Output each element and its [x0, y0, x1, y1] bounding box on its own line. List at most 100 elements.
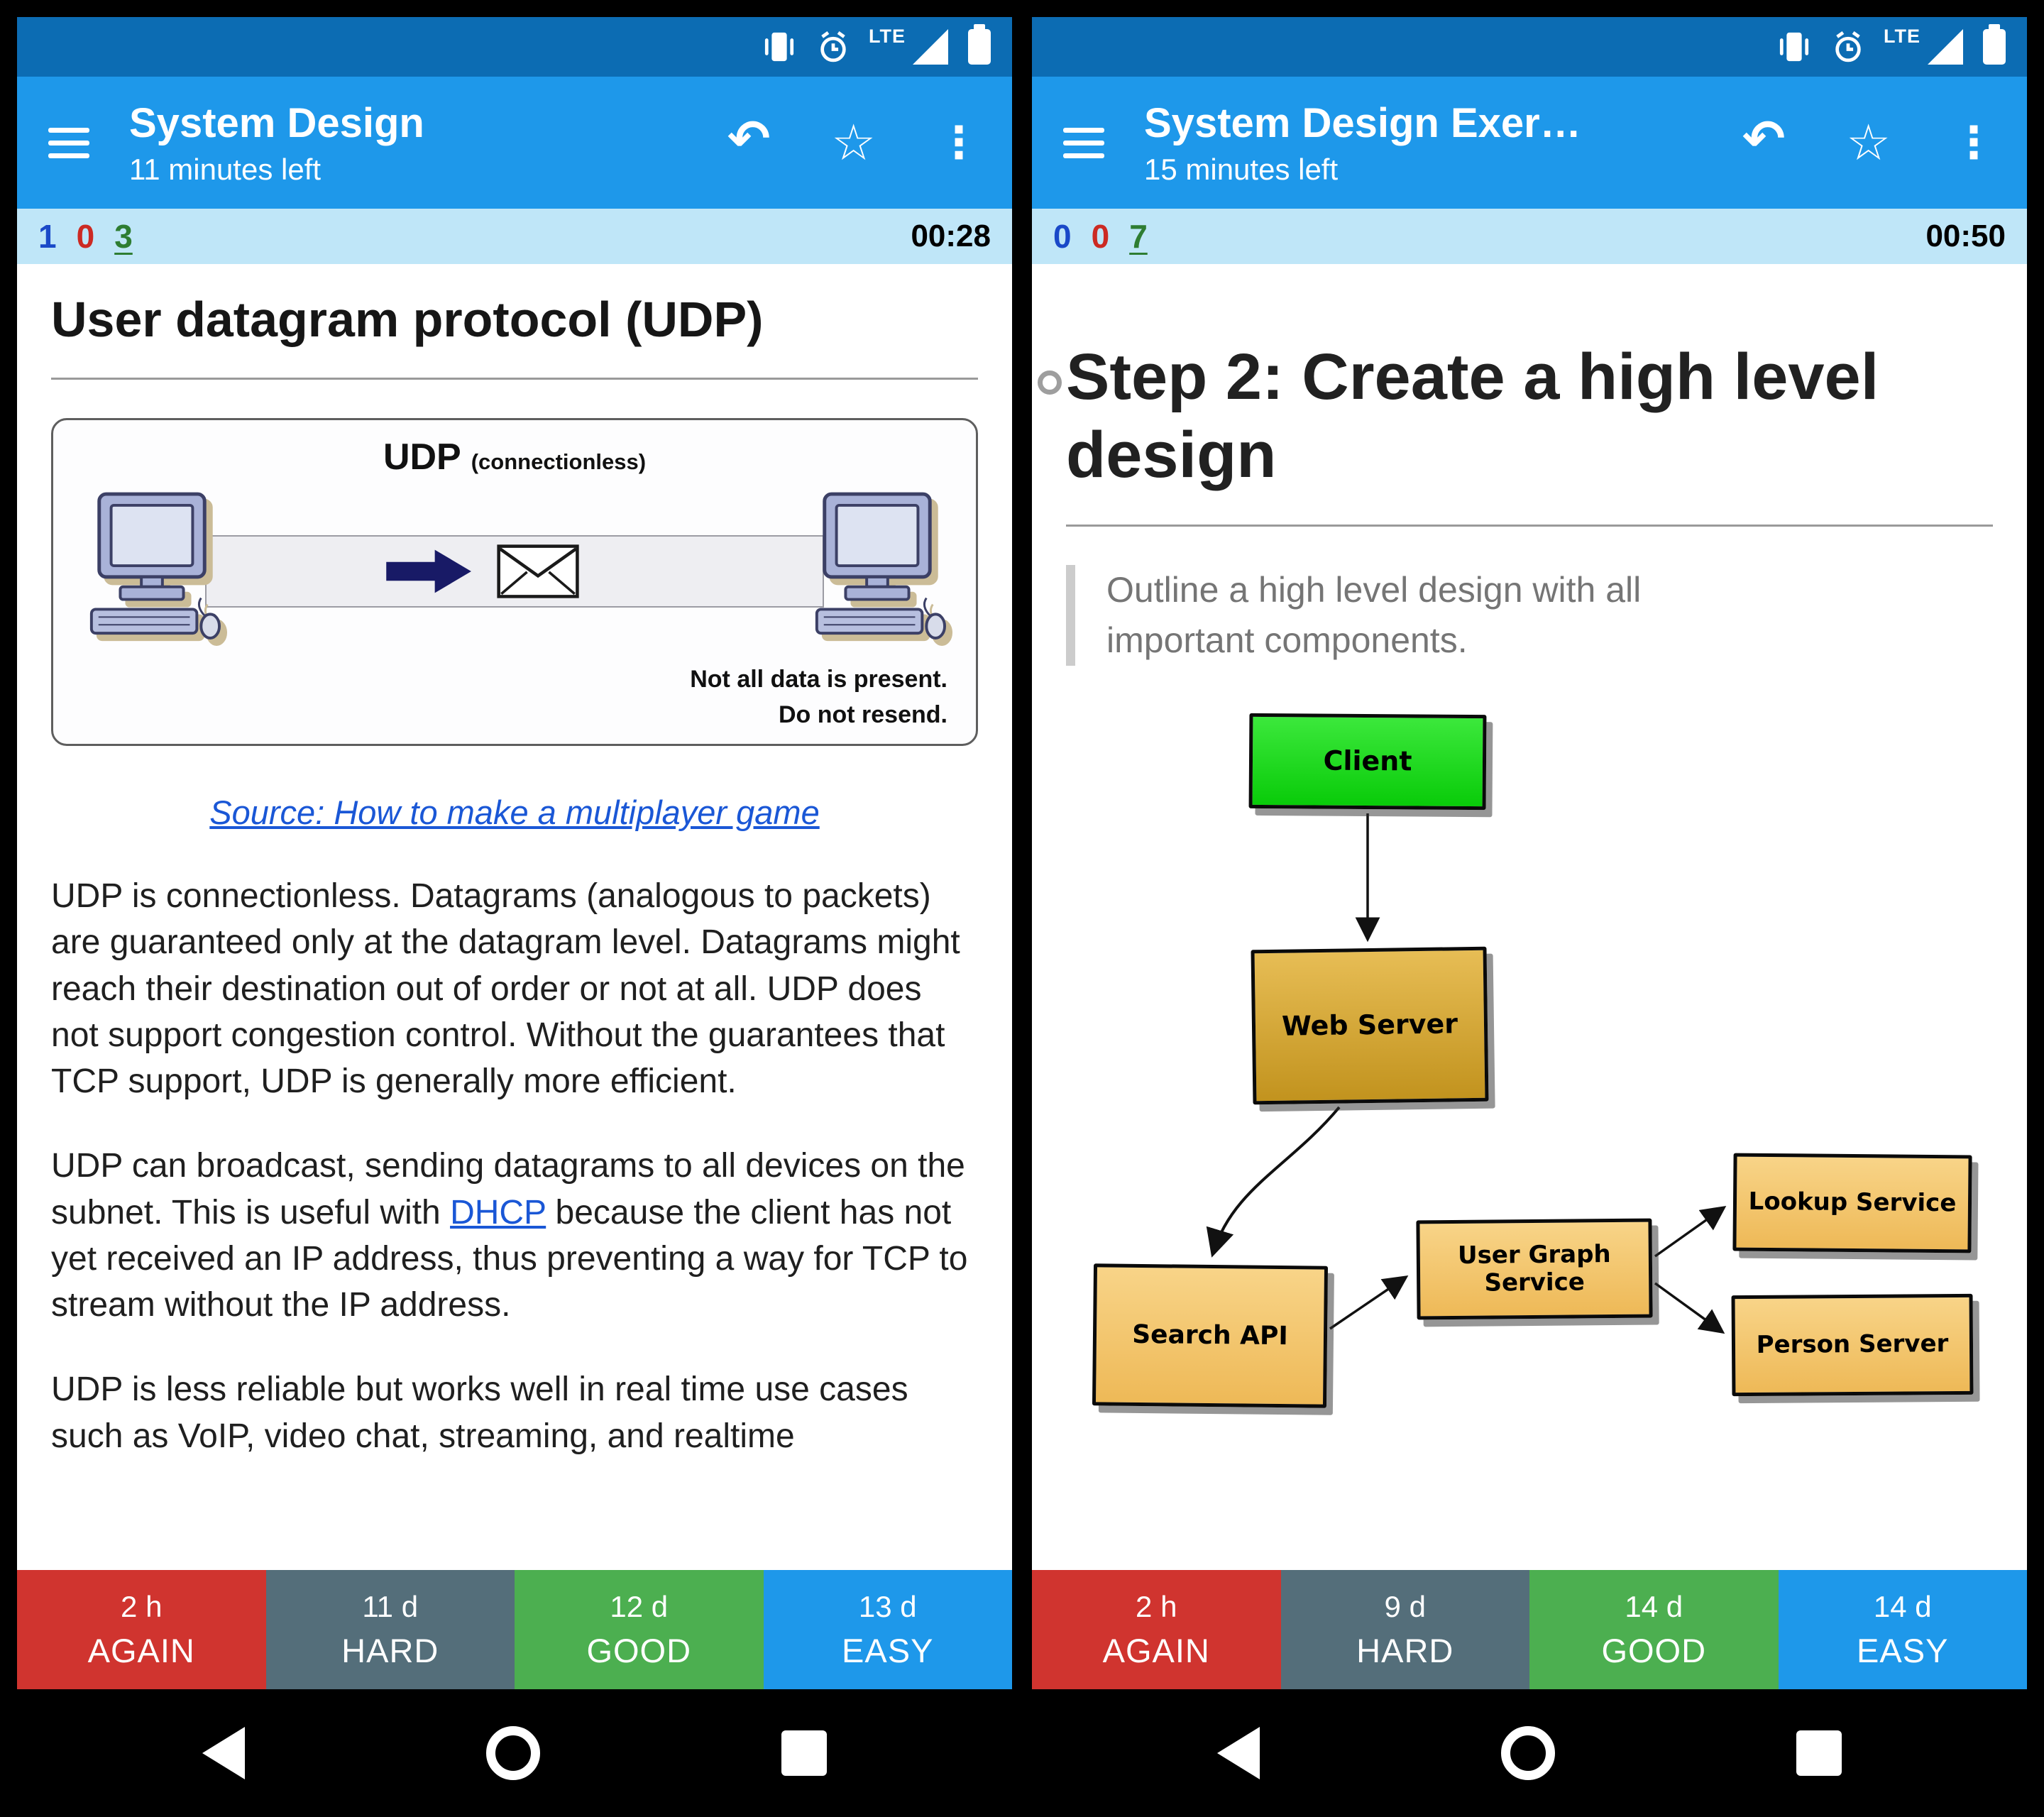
android-nav-bar: [17, 1689, 1012, 1817]
deck-title: System Design Exer…: [1144, 99, 1581, 146]
architecture-diagram: Client Web Server Search API User Graph …: [1066, 706, 1993, 1444]
easy-button[interactable]: 13 d EASY: [763, 1570, 1012, 1689]
undo-icon[interactable]: ↶: [1742, 109, 1786, 168]
udp-caption: UDP (connectionless): [79, 436, 950, 478]
person-server-box: Person Server: [1731, 1293, 1974, 1396]
again-label: AGAIN: [1102, 1631, 1210, 1669]
mark-star-icon[interactable]: ☆: [1846, 114, 1891, 172]
hard-interval: 11 d: [362, 1589, 419, 1623]
easy-button[interactable]: 14 d EASY: [1778, 1570, 2027, 1689]
hard-button[interactable]: 9 d HARD: [1280, 1570, 1529, 1689]
battery-icon: [1983, 24, 2006, 65]
signal-icon: [1928, 29, 1963, 65]
card-heading: User datagram protocol (UDP): [51, 292, 764, 347]
paragraph-3: UDP is less reliable but works well in r…: [51, 1371, 908, 1455]
home-icon[interactable]: [486, 1726, 540, 1780]
link-anchor-icon: [1038, 370, 1062, 395]
card-heading: Step 2: Create a high level design: [1038, 338, 1993, 495]
learning-count: 0: [1091, 218, 1110, 255]
again-interval: 2 h: [121, 1589, 163, 1623]
card-timer: 00:28: [911, 219, 991, 253]
again-button[interactable]: 2 h AGAIN: [1032, 1570, 1281, 1689]
status-bar: LTE: [17, 17, 1012, 77]
udp-caption-main: UDP: [383, 437, 461, 478]
easy-label: EASY: [1857, 1631, 1949, 1669]
good-interval: 12 d: [610, 1589, 669, 1623]
divider: [1066, 524, 1993, 527]
udp-artwork: [79, 483, 950, 717]
dhcp-link[interactable]: DHCP: [450, 1193, 546, 1231]
app-bar: System Design Exer… 15 minutes left ↶ ☆ …: [1032, 77, 2027, 209]
paragraph-1: UDP is connectionless. Datagrams (analog…: [51, 877, 960, 1101]
search-api-box: Search API: [1092, 1263, 1329, 1408]
good-button[interactable]: 14 d GOOD: [1529, 1570, 1779, 1689]
udp-diagram-figure: UDP (connectionless): [51, 418, 978, 746]
hard-label: HARD: [341, 1631, 439, 1669]
paragraph-2: UDP can broadcast, sending datagrams to …: [51, 1143, 978, 1328]
appbar-titles: System Design 11 minutes left: [129, 99, 713, 187]
user-graph-service-box: User Graph Service: [1416, 1218, 1653, 1320]
signal-icon: [913, 29, 948, 65]
recents-icon[interactable]: [781, 1730, 827, 1776]
back-icon[interactable]: [1217, 1727, 1260, 1779]
right-phone: LTE System Design Exer… 15 minutes left …: [1032, 17, 2027, 1817]
status-bar: LTE: [1032, 17, 2027, 77]
hard-button[interactable]: 11 d HARD: [265, 1570, 515, 1689]
counter-bar: 1 0 3 00:28: [17, 209, 1012, 264]
mark-star-icon[interactable]: ☆: [831, 114, 876, 172]
android-nav-bar: [1032, 1689, 2027, 1817]
udp-transfer-strip: [205, 535, 824, 608]
vibrate-icon: [764, 32, 794, 62]
computer-icon: [815, 492, 947, 640]
source-link[interactable]: Source: How to make a multiplayer game: [209, 794, 820, 831]
again-button[interactable]: 2 h AGAIN: [17, 1570, 266, 1689]
deck-title: System Design: [129, 99, 424, 146]
lte-label: LTE: [1884, 26, 1921, 47]
battery-icon: [968, 24, 991, 65]
review-count: 7: [1129, 218, 1148, 255]
good-interval: 14 d: [1625, 1589, 1683, 1623]
appbar-actions: ↶ ☆ ⋮: [727, 113, 981, 172]
paragraph-2-text-after: because the client has not yet received …: [51, 1193, 968, 1324]
undo-icon[interactable]: ↶: [727, 109, 771, 168]
easy-interval: 13 d: [858, 1589, 917, 1623]
good-button[interactable]: 12 d GOOD: [515, 1570, 764, 1689]
udp-note-line1: Not all data is present.: [690, 666, 947, 693]
menu-icon[interactable]: [48, 127, 89, 158]
menu-icon[interactable]: [1063, 127, 1104, 158]
good-label: GOOD: [1601, 1631, 1707, 1669]
envelope-icon: [497, 544, 579, 598]
answer-buttons: 2 h AGAIN 9 d HARD 14 d GOOD 14 d EASY: [1032, 1570, 2027, 1689]
appbar-actions: ↶ ☆ ⋮: [1742, 113, 1996, 172]
overflow-menu-icon[interactable]: ⋮: [1952, 116, 1996, 168]
app-bar: System Design 11 minutes left ↶ ☆ ⋮: [17, 77, 1012, 209]
good-label: GOOD: [586, 1631, 692, 1669]
blockquote: Outline a high level design with all imp…: [1066, 564, 1705, 666]
udp-note-line2: Do not resend.: [778, 701, 947, 728]
lte-label: LTE: [869, 26, 906, 47]
udp-note: Not all data is present. Do not resend.: [690, 662, 947, 732]
recents-icon[interactable]: [1796, 1730, 1842, 1776]
card-timer: 00:50: [1925, 219, 2006, 253]
card-content[interactable]: User datagram protocol (UDP) UDP (connect…: [17, 264, 1012, 1570]
answer-buttons: 2 h AGAIN 11 d HARD 12 d GOOD 13 d EASY: [17, 1570, 1012, 1689]
new-count: 0: [1053, 218, 1072, 255]
new-count: 1: [38, 218, 57, 255]
udp-caption-sub: (connectionless): [471, 449, 647, 474]
card-content[interactable]: Step 2: Create a high level design Outli…: [1032, 264, 2027, 1570]
alarm-icon: [1835, 31, 1861, 62]
divider: [51, 378, 978, 380]
vibrate-icon: [1779, 32, 1809, 62]
counter-bar: 0 0 7 00:50: [1032, 209, 2027, 264]
hard-label: HARD: [1356, 1631, 1454, 1669]
overflow-menu-icon[interactable]: ⋮: [937, 116, 981, 168]
home-icon[interactable]: [1501, 1726, 1555, 1780]
right-arrow-icon: [385, 549, 471, 593]
paragraph-2-text: UDP can broadcast, sending datagrams to …: [51, 1147, 965, 1231]
again-label: AGAIN: [87, 1631, 195, 1669]
back-icon[interactable]: [202, 1727, 245, 1779]
easy-label: EASY: [842, 1631, 934, 1669]
hard-interval: 9 d: [1384, 1589, 1426, 1623]
review-count: 3: [114, 218, 133, 255]
